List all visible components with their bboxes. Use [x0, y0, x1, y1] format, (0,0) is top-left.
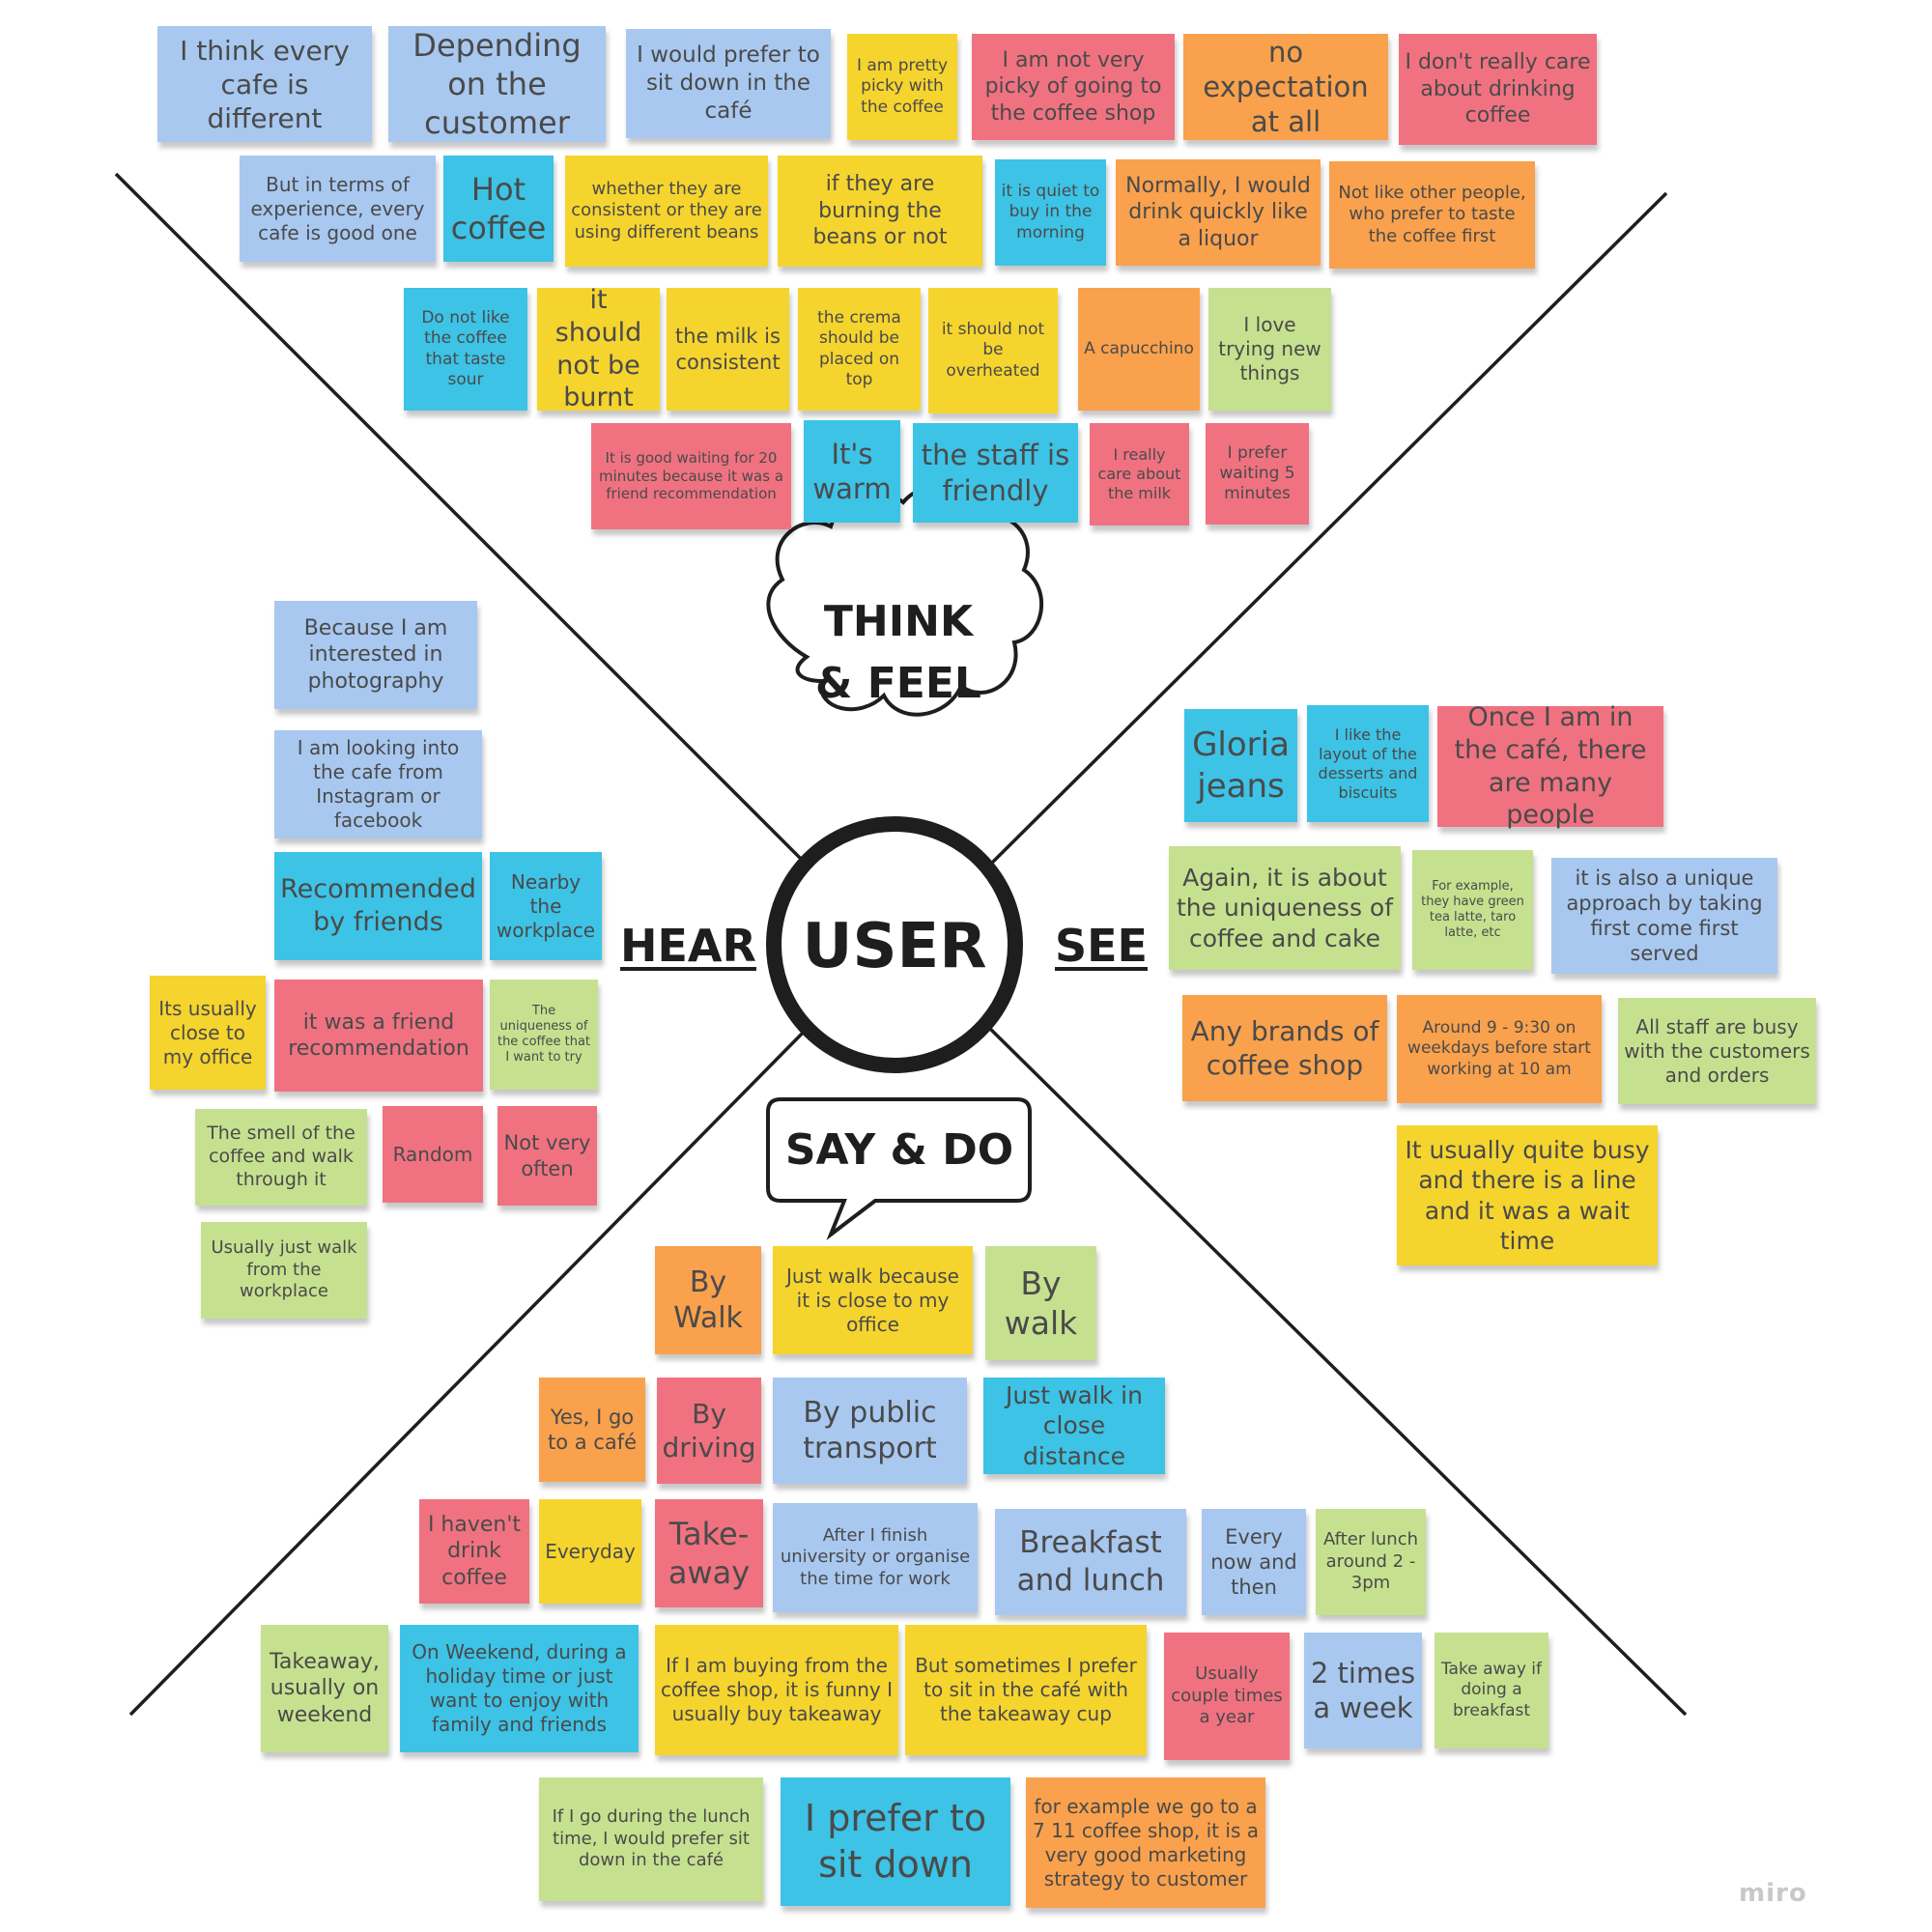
- sticky-note[interactable]: I like the layout of the desserts and bi…: [1307, 705, 1429, 822]
- divider-line-top-left: [114, 172, 813, 871]
- sticky-note[interactable]: But sometimes I prefer to sit in the caf…: [905, 1625, 1147, 1755]
- divider-line-bottom-left: [128, 1022, 813, 1717]
- sticky-note[interactable]: Nearby the workplace: [490, 852, 602, 960]
- sticky-note[interactable]: Again, it is about the uniqueness of cof…: [1169, 846, 1401, 970]
- think-feel-label-line1: THINK: [823, 597, 974, 646]
- sticky-note[interactable]: I really care about the milk: [1090, 423, 1189, 526]
- sticky-note[interactable]: By Walk: [655, 1246, 761, 1354]
- sticky-note[interactable]: Not very often: [497, 1106, 597, 1206]
- sticky-note[interactable]: Just walk because it is close to my offi…: [773, 1246, 973, 1354]
- sticky-note[interactable]: By walk: [985, 1246, 1096, 1360]
- sticky-note[interactable]: After lunch around 2 - 3pm: [1316, 1509, 1426, 1615]
- sticky-note[interactable]: no expectation at all: [1183, 34, 1388, 140]
- sticky-note[interactable]: it should not be burnt: [537, 285, 660, 412]
- sticky-note[interactable]: Around 9 - 9:30 on weekdays before start…: [1397, 995, 1602, 1103]
- sticky-note[interactable]: If I go during the lunch time, I would p…: [539, 1777, 763, 1901]
- sticky-note[interactable]: I am pretty picky with the coffee: [847, 34, 957, 140]
- sticky-note[interactable]: I don't really care about drinking coffe…: [1399, 34, 1597, 145]
- sticky-note[interactable]: Because I am interested in photography: [274, 601, 477, 709]
- sticky-note[interactable]: the staff is friendly: [913, 423, 1078, 523]
- sticky-note[interactable]: By public transport: [773, 1378, 967, 1484]
- sticky-note[interactable]: I prefer waiting 5 minutes: [1206, 423, 1309, 525]
- sticky-note[interactable]: if they are burning the beans or not: [778, 156, 982, 267]
- sticky-note[interactable]: A capucchino: [1078, 288, 1200, 411]
- sticky-note[interactable]: it is quiet to buy in the morning: [995, 159, 1106, 266]
- miro-watermark: miro: [1739, 1879, 1807, 1908]
- sticky-note[interactable]: Normally, I would drink quickly like a l…: [1116, 159, 1321, 266]
- divider-line-top-right: [983, 191, 1668, 871]
- sticky-note[interactable]: On Weekend, during a holiday time or jus…: [400, 1625, 639, 1752]
- sticky-note[interactable]: 2 times a week: [1304, 1633, 1422, 1748]
- sticky-note[interactable]: Do not like the coffee that taste sour: [404, 288, 527, 411]
- sticky-note[interactable]: By driving: [657, 1378, 761, 1484]
- sticky-note[interactable]: Its usually close to my office: [150, 976, 266, 1090]
- sticky-note[interactable]: It's warm: [804, 420, 900, 523]
- sticky-note[interactable]: For example, they have green tea latte, …: [1412, 850, 1533, 970]
- user-label: USER: [802, 911, 987, 982]
- sticky-note[interactable]: I am not very picky of going to the coff…: [972, 34, 1175, 140]
- sticky-note[interactable]: It is good waiting for 20 minutes becaus…: [591, 423, 791, 529]
- sticky-note[interactable]: Breakfast and lunch: [995, 1509, 1186, 1615]
- sticky-note[interactable]: it is also a unique approach by taking f…: [1551, 858, 1777, 974]
- sticky-note[interactable]: Takeaway, usually on weekend: [261, 1625, 388, 1752]
- sticky-note[interactable]: Yes, I go to a café: [539, 1378, 645, 1482]
- sticky-note[interactable]: the milk is consistent: [667, 288, 789, 411]
- sticky-note[interactable]: I prefer to sit down: [781, 1777, 1010, 1906]
- sticky-note[interactable]: Just walk in close distance: [983, 1378, 1165, 1474]
- sticky-note[interactable]: Usually couple times a year: [1164, 1633, 1290, 1760]
- see-label: SEE: [1055, 920, 1148, 972]
- sticky-note[interactable]: If I am buying from the coffee shop, it …: [655, 1625, 898, 1755]
- sticky-note[interactable]: Every now and then: [1202, 1509, 1306, 1615]
- sticky-note[interactable]: Take away if doing a breakfast: [1435, 1633, 1548, 1748]
- sticky-note[interactable]: Any brands of coffee shop: [1182, 995, 1387, 1101]
- sticky-note[interactable]: whether they are consistent or they are …: [565, 156, 768, 267]
- sticky-note[interactable]: Gloria jeans: [1184, 709, 1297, 822]
- sticky-note[interactable]: I haven't drink coffee: [419, 1499, 529, 1604]
- think-feel-cloud: [766, 485, 1043, 717]
- think-feel-label-line2: & FEEL: [815, 659, 981, 708]
- sticky-note[interactable]: It usually quite busy and there is a lin…: [1397, 1125, 1658, 1265]
- user-circle: [766, 816, 1023, 1073]
- sticky-note[interactable]: After I finish university or organise th…: [773, 1503, 978, 1612]
- hear-label: HEAR: [620, 920, 756, 972]
- sticky-note[interactable]: The smell of the coffee and walk through…: [195, 1109, 367, 1206]
- sticky-note[interactable]: for example we go to a 7 11 coffee shop,…: [1026, 1777, 1265, 1908]
- sticky-note[interactable]: Usually just walk from the workplace: [201, 1222, 367, 1319]
- sticky-note[interactable]: Not like other people, who prefer to tas…: [1329, 161, 1535, 269]
- divider-line-bottom-right: [983, 1022, 1688, 1717]
- sticky-note[interactable]: the crema should be placed on top: [798, 288, 921, 411]
- sticky-note[interactable]: I would prefer to sit down in the café: [626, 29, 831, 138]
- sticky-note[interactable]: Depending on the customer: [388, 26, 606, 142]
- sticky-note[interactable]: Once I am in the café, there are many pe…: [1437, 702, 1663, 830]
- sticky-note[interactable]: I think every cafe is different: [157, 26, 372, 142]
- sticky-note[interactable]: it should not be overheated: [928, 288, 1058, 413]
- sticky-note[interactable]: it was a friend recommendation: [274, 980, 483, 1092]
- sticky-note[interactable]: I love trying new things: [1208, 288, 1331, 411]
- say-do-speech-bubble: [766, 1097, 1032, 1240]
- sticky-note[interactable]: Take-away: [655, 1499, 763, 1607]
- sticky-note[interactable]: The uniqueness of the coffee that I want…: [490, 980, 598, 1090]
- sticky-note[interactable]: I am looking into the cafe from Instagra…: [274, 730, 482, 838]
- sticky-note[interactable]: Hot coffee: [443, 156, 554, 262]
- sticky-note[interactable]: But in terms of experience, every cafe i…: [240, 156, 436, 262]
- sticky-note[interactable]: Recommended by friends: [274, 852, 482, 960]
- say-do-label: SAY & DO: [784, 1125, 1014, 1175]
- sticky-note[interactable]: Random: [383, 1106, 483, 1203]
- sticky-note[interactable]: Everyday: [539, 1499, 641, 1604]
- sticky-note[interactable]: All staff are busy with the customers an…: [1618, 998, 1816, 1104]
